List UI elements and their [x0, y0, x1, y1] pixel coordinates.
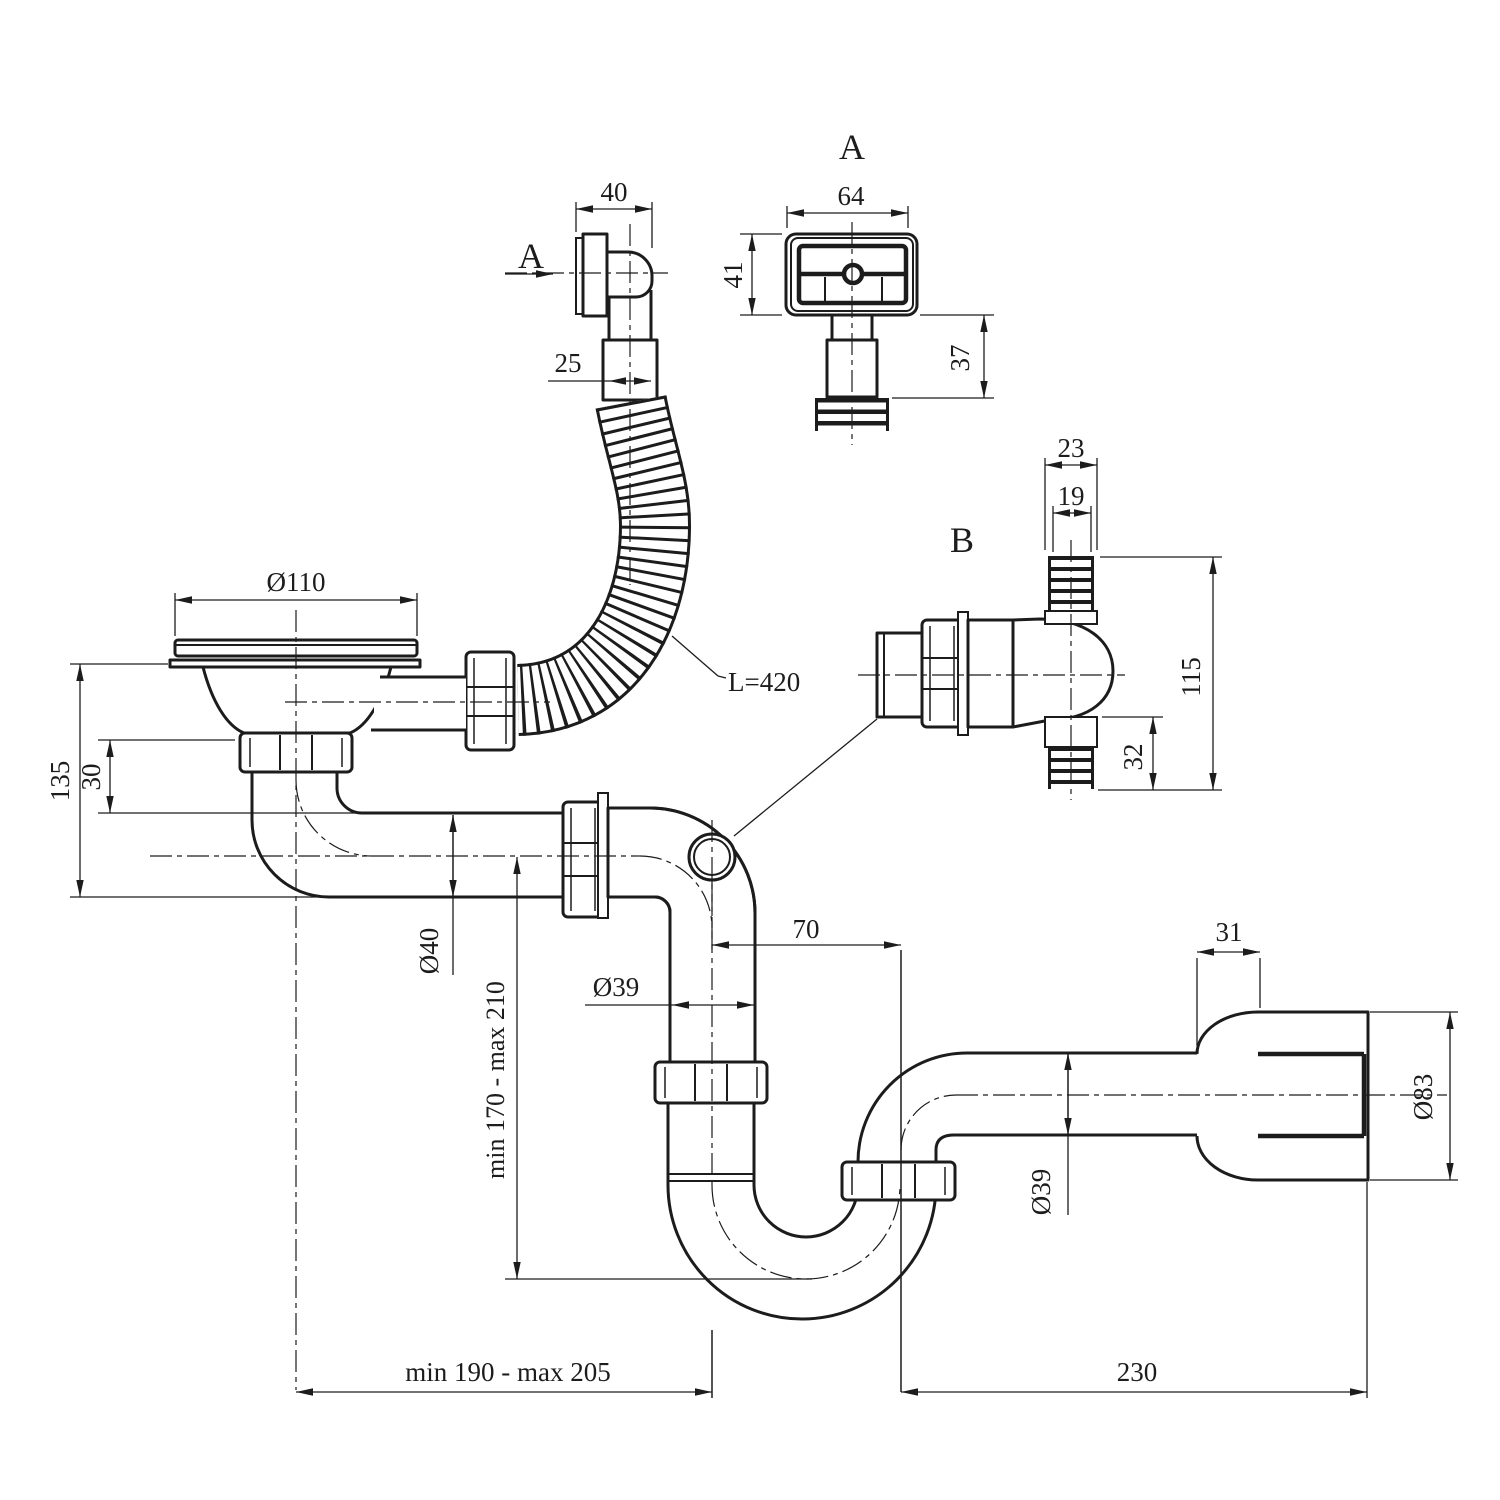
section-a-label: A	[518, 236, 544, 276]
dim-37-label: 37	[945, 345, 975, 372]
dim-25-label: 25	[555, 348, 582, 378]
hose-length-label: L=420	[728, 667, 800, 697]
detail-a-title: A	[839, 127, 865, 167]
dim-32-label: 32	[1118, 744, 1148, 771]
dim-o39-outlet-label: Ø39	[1026, 1169, 1056, 1216]
overflow-elbow	[575, 232, 659, 402]
detail-b-title: B	[950, 520, 974, 560]
labels: 40 A 25 Ø110 135 30 L=420 Ø40 min 170 - …	[45, 127, 1438, 1387]
outlet-pipe	[856, 1051, 1197, 1163]
dim-23-label: 23	[1058, 433, 1085, 463]
dim-64-label: 64	[838, 181, 866, 211]
flexible-hose	[515, 395, 692, 736]
dim-30-label: 30	[76, 764, 106, 791]
detail-b-view	[858, 458, 1222, 800]
dim-135-label: 135	[45, 761, 75, 802]
dim-31-label: 31	[1216, 917, 1243, 947]
trap-outlet-nut	[840, 1160, 957, 1202]
wall-bell	[1195, 1010, 1370, 1182]
detail-b-leader	[733, 718, 878, 837]
trap-inlet-nut	[653, 1060, 769, 1105]
dim-o83-label: Ø83	[1408, 1074, 1438, 1121]
dim-o40-label: Ø40	[414, 928, 444, 975]
dim-min170-label: min 170 - max 210	[481, 981, 510, 1179]
dim-40-label: 40	[601, 177, 628, 207]
overflow-cover-hole	[841, 262, 865, 286]
dim-min190-label: min 190 - max 205	[405, 1357, 610, 1387]
detail-b-nut	[920, 618, 964, 729]
dim-41-label: 41	[718, 262, 748, 289]
u-trap	[653, 1060, 957, 1321]
dim-19-label: 19	[1058, 481, 1085, 511]
dim-115-label: 115	[1176, 657, 1206, 697]
dim-70-label: 70	[793, 914, 820, 944]
dimensions-main	[70, 202, 1458, 1398]
dim-110-label: Ø110	[267, 567, 326, 597]
siphon-body	[561, 792, 757, 1064]
dim-230-label: 230	[1117, 1357, 1158, 1387]
hose-length-leader	[671, 635, 727, 679]
hose-union-nut	[464, 650, 516, 752]
detail-a-view	[740, 206, 994, 445]
centerlines	[150, 224, 1447, 1398]
dim-o39-inlet-label: Ø39	[593, 972, 640, 1002]
